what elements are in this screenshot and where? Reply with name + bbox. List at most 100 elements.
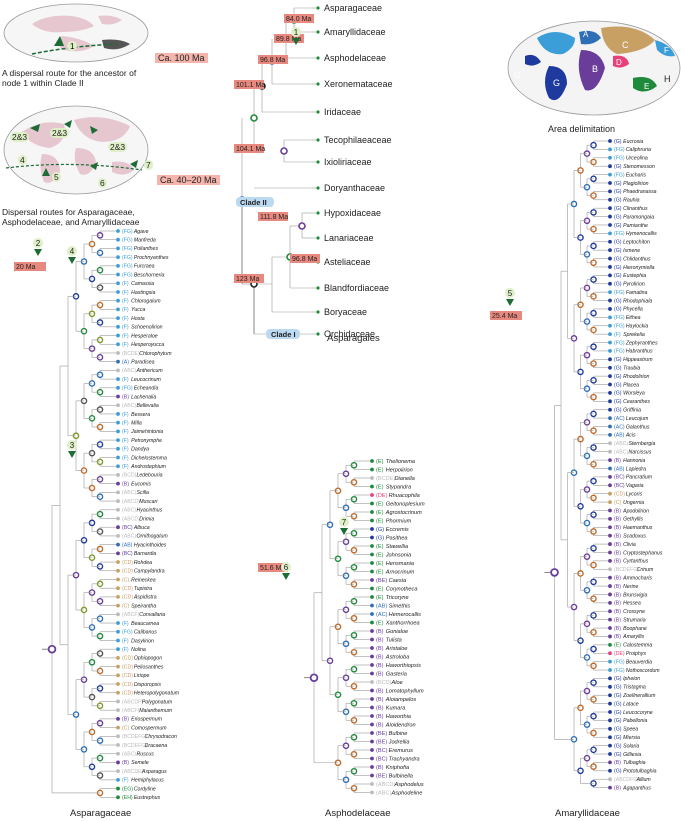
tip-area-code: (BCDEFG) xyxy=(122,743,147,749)
tip-area-code: (B) xyxy=(376,671,384,677)
tip-dot xyxy=(608,600,612,605)
tip-dot xyxy=(608,441,612,446)
tip-dot xyxy=(608,609,612,614)
tip-genus-name: Traubia xyxy=(623,366,640,372)
tip-dot xyxy=(608,785,612,790)
tip-area-code: (B) xyxy=(122,394,129,400)
tip-area-code: (B) xyxy=(376,646,384,652)
tip-area-code: (G) xyxy=(614,693,622,699)
tip-area-code: (G) xyxy=(614,710,622,716)
tip-genus-name: Ruscus xyxy=(137,752,155,758)
tip-area-code: (F) xyxy=(122,778,129,784)
tip-area-code: (FG) xyxy=(122,238,133,244)
backbone-age-label: 123 Ma xyxy=(236,276,259,283)
backbone-age-box xyxy=(258,55,288,64)
family-label: Lanariaceae xyxy=(324,233,374,243)
tip-dot xyxy=(608,374,612,379)
tip-area-code: (E) xyxy=(376,595,384,601)
tip-genus-name: Jodrellia xyxy=(388,739,410,745)
tip-genus-name: Lomatophyllum xyxy=(386,688,424,694)
tip-dot xyxy=(370,578,374,582)
tip-genus-name: Leptochiton xyxy=(623,240,650,246)
tip-dot xyxy=(608,542,612,546)
backbone-node-pie xyxy=(280,147,288,155)
tip-genus-name: Sternbergia xyxy=(629,441,656,447)
tip-area-code: (CD) xyxy=(122,586,133,592)
tip-area-code: (BE) xyxy=(376,731,387,737)
tip-dot xyxy=(116,499,120,503)
tip-dot xyxy=(608,634,612,639)
tip-dot xyxy=(370,535,374,540)
tip-dot xyxy=(608,533,612,538)
tip-area-code: (G) xyxy=(614,685,622,691)
tip-genus-name: Bulbinella xyxy=(389,773,413,779)
tip-dot xyxy=(608,684,612,689)
age-label: 25.4 Ma xyxy=(492,313,517,320)
tip-area-code: (FG) xyxy=(122,229,133,235)
tip-genus-name: Asparagus xyxy=(141,769,167,775)
family-label: Xeronemataceae xyxy=(324,79,393,89)
tip-dot xyxy=(116,263,120,268)
backbone-node-pie xyxy=(298,222,306,230)
tip-genus-name: Schoenolirion xyxy=(131,325,163,331)
tip-genus-name: Ammocharis xyxy=(622,575,652,581)
tip-dot xyxy=(608,206,612,211)
map2-arrow-label-6: 6 xyxy=(98,178,107,188)
tip-area-code: (CD) xyxy=(122,682,133,688)
tip-genus-name: Eucrosia xyxy=(623,139,643,145)
amaryllidaceae-tree: (G)Eucrosia(FG)Caliphruria(FG)Urceolina(… xyxy=(490,135,685,800)
tip-area-code: (E) xyxy=(376,501,384,507)
tip-genus-name: Kumara xyxy=(386,705,406,711)
tip-dot xyxy=(116,473,120,477)
tip-genus-name: Aloidendron xyxy=(385,722,416,728)
tip-genus-name: Dandya xyxy=(131,447,149,453)
tip-area-code: (ABC) xyxy=(122,534,136,540)
backbone-age-label: 101.1 Ma xyxy=(236,82,265,89)
tip-genus-name: Bessera xyxy=(131,412,150,418)
tip-area-code: (BE) xyxy=(376,773,387,779)
tip-dot xyxy=(116,420,120,425)
tip-genus-name: Gethyllis xyxy=(623,517,643,523)
map1-age: Ca. 100 Ma xyxy=(155,53,208,63)
tip-dot xyxy=(608,693,612,698)
tip-dot xyxy=(608,718,612,723)
tip-genus-name: Proiphys xyxy=(626,651,647,657)
tip-dot xyxy=(608,516,612,521)
tip-area-code: (F) xyxy=(122,307,129,313)
tip-area-code: (G) xyxy=(614,676,622,682)
tip-dot xyxy=(608,281,612,286)
tip-dot xyxy=(116,568,120,573)
tip-area-code: (B) xyxy=(614,785,621,791)
tip-genus-name: Camassia xyxy=(131,281,154,287)
tip-dot xyxy=(370,569,374,574)
tip-genus-name: Jaimehintonia xyxy=(130,429,163,435)
tip-area-code: (B) xyxy=(614,559,621,565)
tip-dot xyxy=(116,760,120,765)
tip-genus-name: Kniphofia xyxy=(386,765,409,771)
amaryllidaceae-title: Amaryllidaceae xyxy=(555,808,620,819)
family-label: Asphodelaceae xyxy=(324,53,386,63)
map2-arrow-label-4: 4 xyxy=(18,155,27,165)
tip-dot xyxy=(608,273,612,278)
tip-area-code: (G) xyxy=(614,408,622,414)
area-map xyxy=(507,20,681,116)
dispersal-arrow-icon xyxy=(292,38,300,45)
tip-genus-name: Solaria xyxy=(623,743,639,749)
tip-genus-name: Rohdea xyxy=(134,560,152,566)
tip-genus-name: Haworthiopsis xyxy=(386,663,421,669)
tip-genus-name: Pasithea xyxy=(386,535,408,541)
tip-dot xyxy=(608,307,612,311)
tip-dot xyxy=(608,298,612,303)
tip-dot xyxy=(370,459,374,463)
tip-genus-name: Nolina xyxy=(131,647,146,653)
tip-area-code: (F) xyxy=(122,638,129,644)
tip-dot xyxy=(608,676,612,681)
tip-area-code: (F) xyxy=(122,377,129,383)
tip-area-code: (B) xyxy=(614,542,621,548)
tip-genus-name: Paradisea xyxy=(131,359,154,365)
tip-dot xyxy=(116,455,120,460)
tip-dot xyxy=(116,664,120,669)
tip-area-code: (FG) xyxy=(614,340,625,346)
family-label: Blandfordiaceae xyxy=(324,283,389,293)
tip-dot xyxy=(608,726,612,731)
